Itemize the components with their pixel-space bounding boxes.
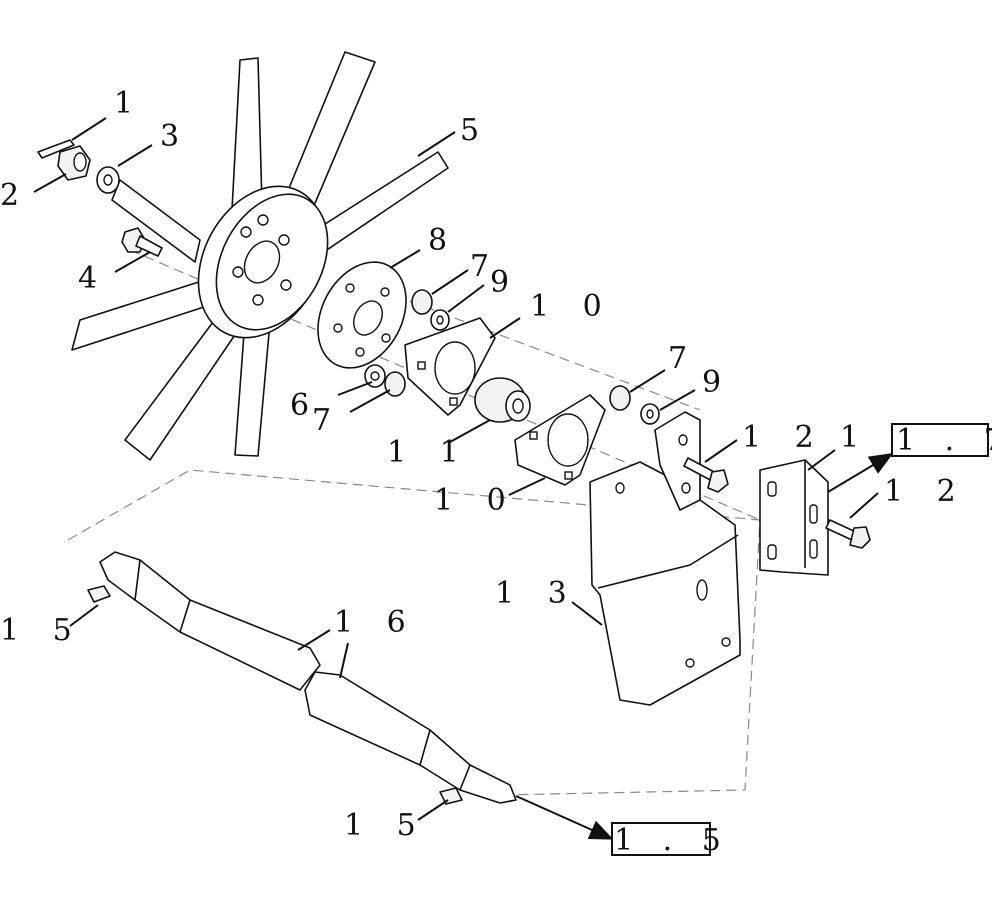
callout-3: 3 xyxy=(160,119,191,154)
reference-label-top: 1 . 7 xyxy=(896,423,992,458)
callout-8: 8 xyxy=(428,223,459,258)
washer xyxy=(96,166,120,194)
callout-9b: 9 xyxy=(702,365,733,400)
callout-10b: 1 0 xyxy=(434,483,518,518)
callout-1: 1 xyxy=(114,86,145,121)
shaft-lower xyxy=(304,671,517,804)
reference-box-top: 1 . 7 xyxy=(891,423,992,458)
callout-5: 5 xyxy=(460,113,491,148)
callout-15a: 1 5 xyxy=(0,613,84,648)
reference-box-bottom: 1 . 5 xyxy=(611,822,731,858)
clip-pin xyxy=(37,139,75,159)
mounting-bracket xyxy=(589,439,741,706)
bearing-flange-lower xyxy=(514,394,606,486)
callout-7c: 7 xyxy=(668,341,699,376)
reference-label-bottom: 1 . 5 xyxy=(614,823,731,858)
callout-2: 2 xyxy=(0,178,31,213)
bolt-bracket xyxy=(683,457,729,493)
callout-12a: 1 2 xyxy=(742,420,826,455)
callout-leaders xyxy=(33,117,879,821)
bearing xyxy=(474,377,531,423)
reference-arrows xyxy=(515,452,894,840)
shaft-upper xyxy=(99,551,321,691)
bracket-plate-upper xyxy=(654,411,701,511)
callout-9a: 9 xyxy=(490,265,521,300)
fan-blades xyxy=(71,51,449,461)
shaft-key-upper xyxy=(87,585,111,603)
callout-labels: 1 2 3 4 5 8 7 9 1 0 6 7 1 1 1 0 7 9 1 2 … xyxy=(0,86,968,843)
hardware-small xyxy=(364,289,660,425)
flange-plate xyxy=(317,261,407,369)
callout-7b: 7 xyxy=(312,403,343,438)
angle-bracket xyxy=(759,459,829,576)
bolt xyxy=(121,227,163,257)
callout-11: 1 1 xyxy=(387,435,471,470)
callout-15b: 1 5 xyxy=(344,808,428,843)
callout-16: 1 6 xyxy=(334,605,418,640)
fan-hub xyxy=(197,185,329,339)
callout-10a: 1 0 xyxy=(530,289,614,324)
bolt-angle xyxy=(825,519,871,549)
callout-7a: 7 xyxy=(470,249,501,284)
callout-4: 4 xyxy=(78,261,109,296)
nut xyxy=(57,145,91,181)
callout-6: 6 xyxy=(290,388,321,423)
callout-13: 1 3 xyxy=(495,576,579,611)
bearing-flange-upper xyxy=(404,317,496,416)
shaft-key-lower xyxy=(439,787,463,805)
callout-12b: 1 2 xyxy=(884,474,968,509)
